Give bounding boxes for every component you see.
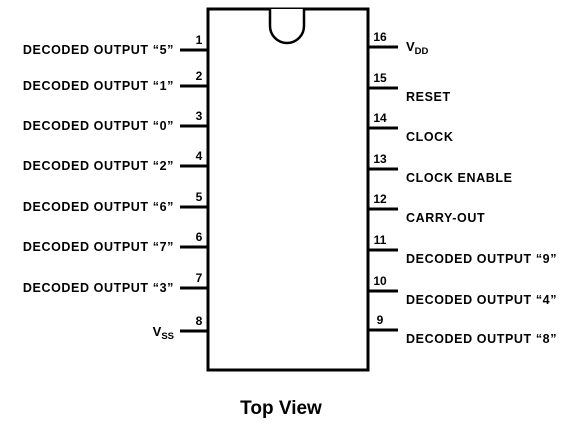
- diagram-caption: Top View: [240, 398, 322, 419]
- pin-number: 9: [377, 313, 384, 327]
- pin-label: DECODED OUTPUT “7”: [23, 240, 174, 254]
- orientation-notch: [268, 9, 306, 45]
- pin-label: DECODED OUTPUT “9”: [406, 252, 557, 266]
- pin-number: 16: [373, 30, 387, 44]
- pin-number: 14: [373, 111, 387, 125]
- pin-number: 1: [196, 33, 203, 47]
- pin-label: RESET: [406, 90, 451, 104]
- pin-label: DECODED OUTPUT “6”: [23, 200, 174, 214]
- pin-label: DECODED OUTPUT “1”: [23, 79, 174, 93]
- pin-label: DECODED OUTPUT “3”: [23, 281, 174, 295]
- pin-label: DECODED OUTPUT “0”: [23, 119, 174, 133]
- pin-label: CARRY-OUT: [406, 211, 485, 225]
- pin-label: DECODED OUTPUT “2”: [23, 159, 174, 173]
- pin-number: 2: [196, 69, 203, 83]
- pin-label: CLOCK: [406, 130, 453, 144]
- pin-number: 11: [374, 233, 387, 247]
- pin-label: DECODED OUTPUT “8”: [406, 332, 557, 346]
- pin-number: 4: [196, 149, 203, 163]
- pin-number: 7: [196, 271, 203, 285]
- pin-number: 15: [373, 71, 387, 85]
- pin-number: 3: [196, 109, 203, 123]
- pin-number: 8: [196, 314, 203, 328]
- pin-label: DECODED OUTPUT “4”: [406, 293, 557, 307]
- chip-body: [206, 7, 370, 372]
- pin-number: 5: [196, 190, 203, 204]
- pin-number: 13: [373, 152, 387, 166]
- pin-number: 12: [373, 192, 387, 206]
- pin-label: CLOCK ENABLE: [406, 171, 513, 185]
- pin-label: DECODED OUTPUT “5”: [23, 43, 174, 57]
- supply-label: VDD: [406, 39, 429, 57]
- pin-number: 10: [373, 274, 387, 288]
- pin-number: 6: [196, 230, 203, 244]
- supply-label: VSS: [153, 324, 174, 342]
